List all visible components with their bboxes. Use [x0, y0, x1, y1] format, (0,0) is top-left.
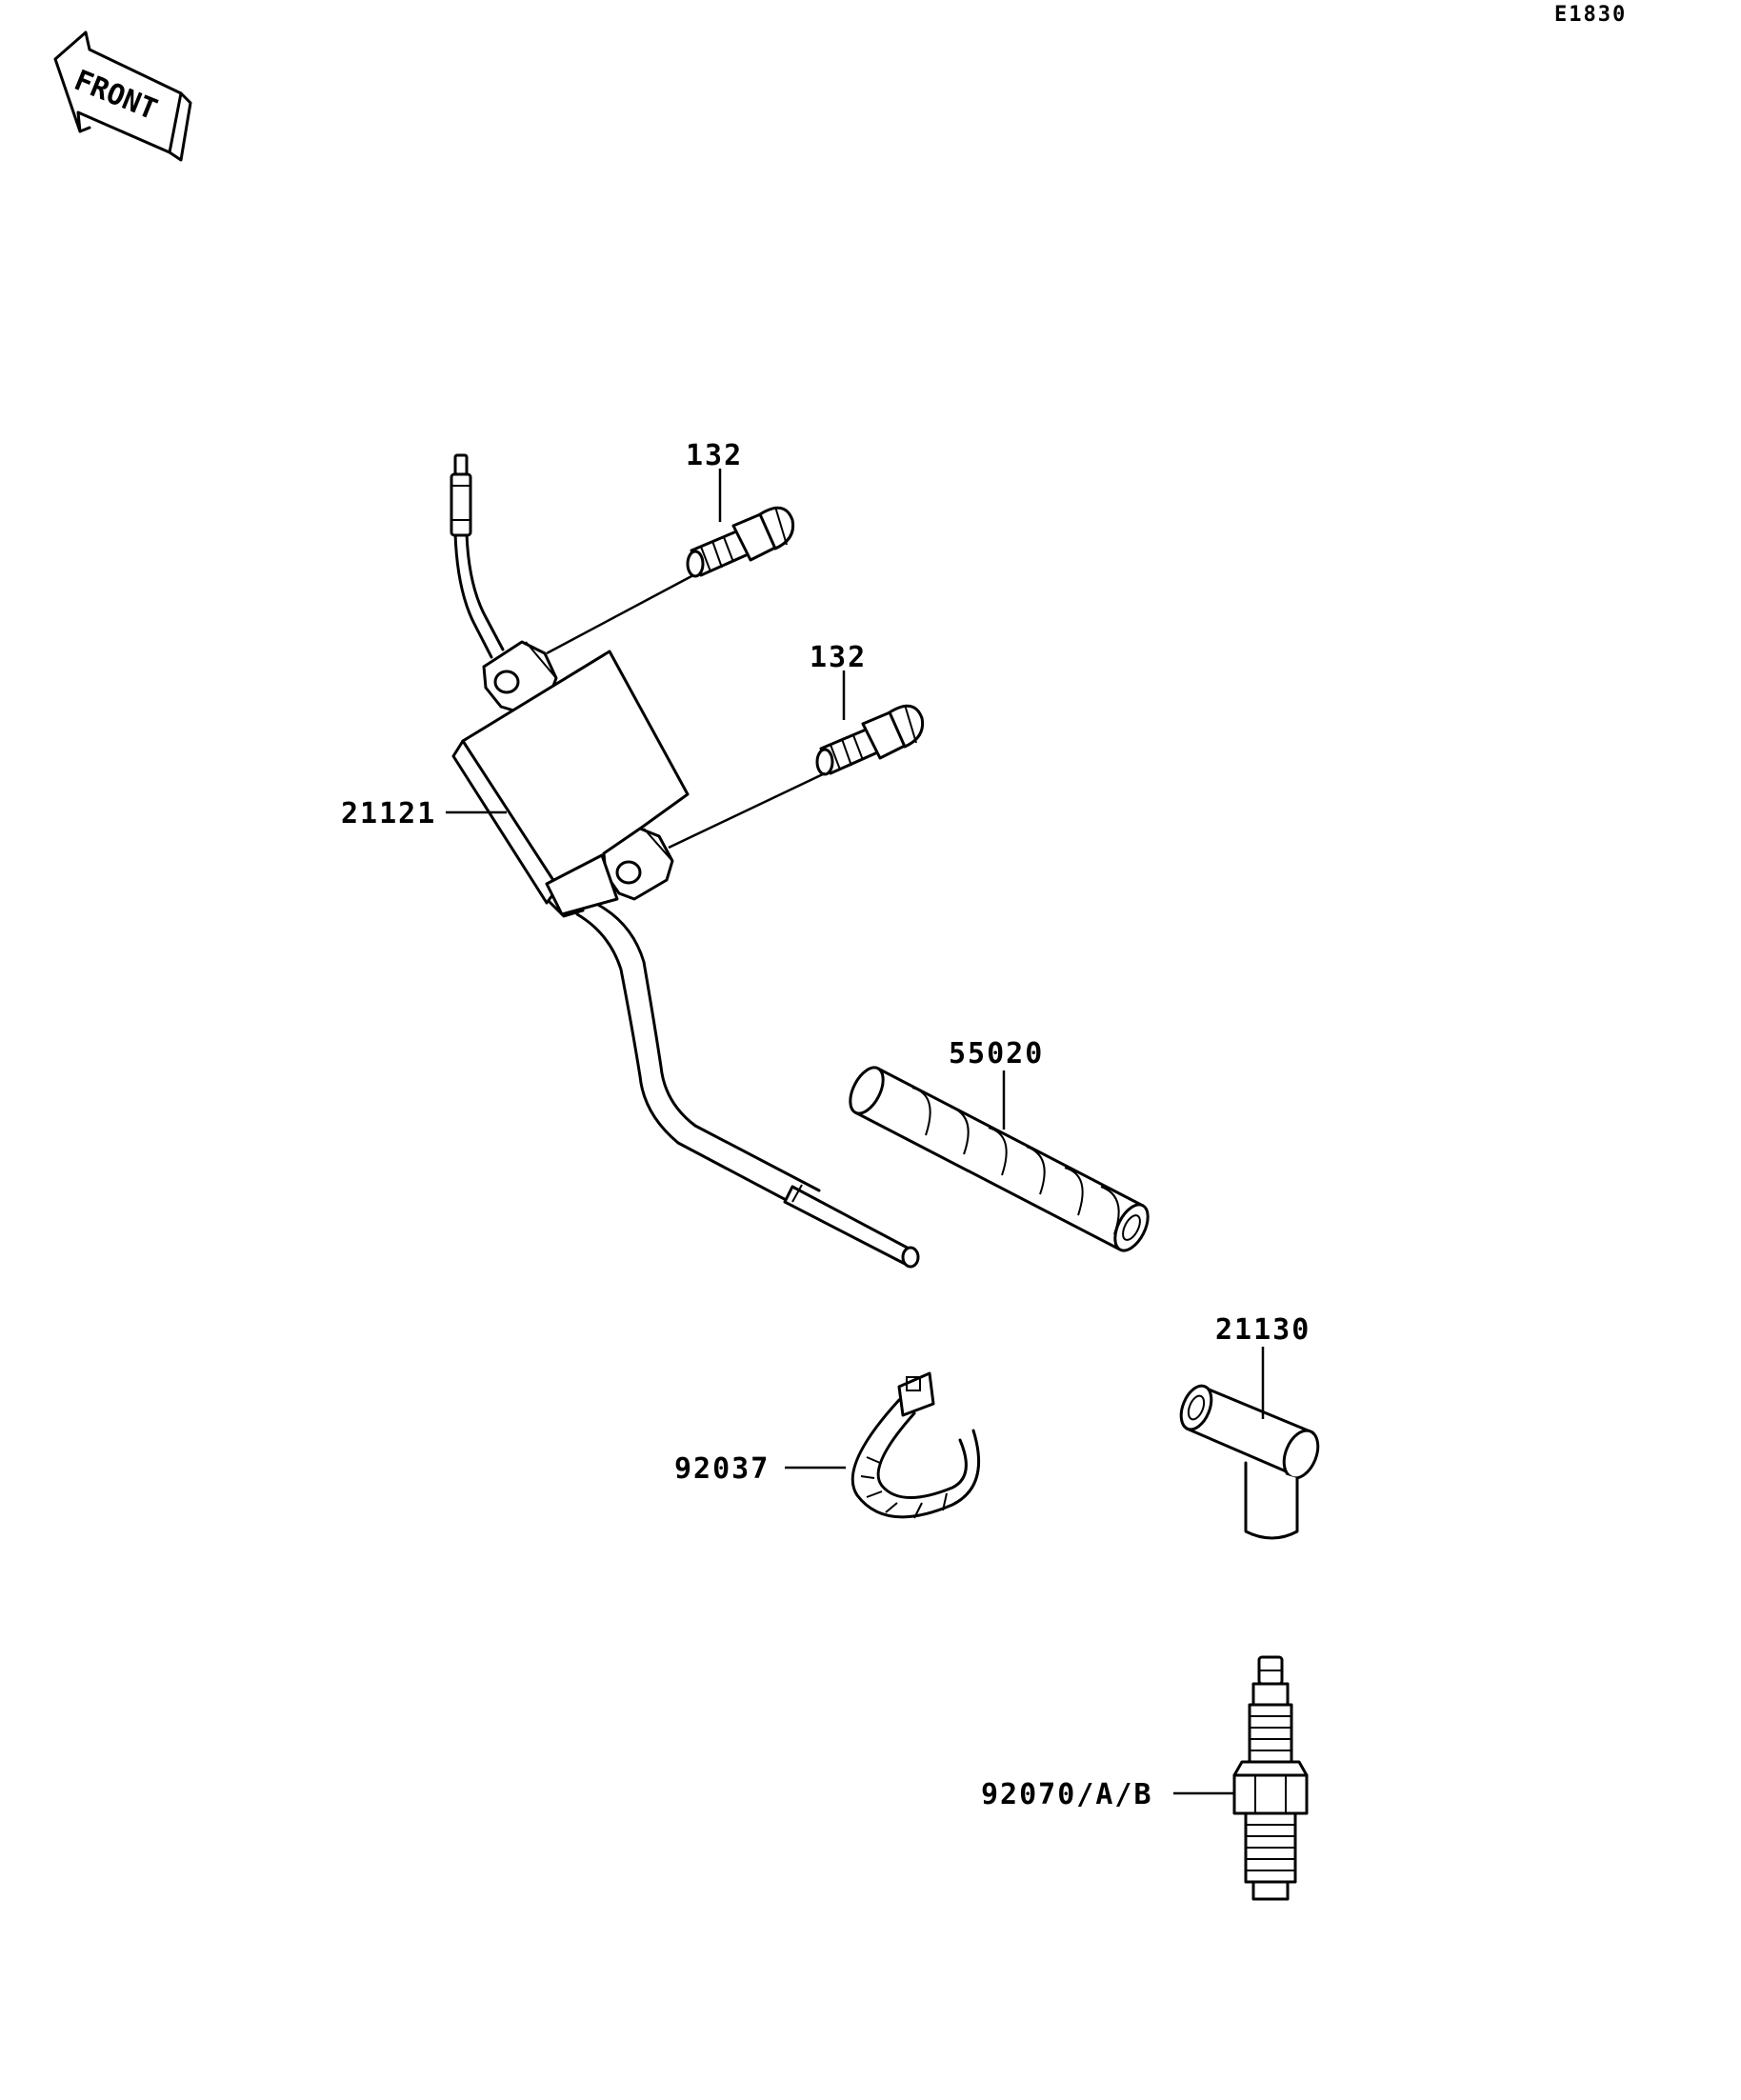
- bolt-lower-drawing: [668, 670, 925, 850]
- part-number-band: 92037: [674, 1452, 770, 1486]
- part-number-tube: 55020: [949, 1037, 1044, 1070]
- diagram-code: E1830: [1554, 3, 1627, 27]
- band-drawing: [785, 1371, 981, 1519]
- spark-plug-cap-drawing: [1179, 1347, 1320, 1540]
- part-number-bolt-lower: 132: [810, 641, 867, 674]
- part-number-spark-plug: 92070/A/B: [981, 1778, 1153, 1811]
- tube-drawing: [849, 1066, 1150, 1252]
- ignition-coil-drawing: [450, 453, 920, 1269]
- front-arrow-icon: FRONT: [53, 30, 192, 162]
- part-number-spark-plug-cap: 21130: [1215, 1313, 1311, 1347]
- spark-plug-drawing: [1173, 1655, 1309, 1901]
- part-number-bolt-upper: 132: [686, 439, 743, 472]
- bolt-upper-drawing: [546, 469, 795, 655]
- part-number-ignition-coil: 21121: [341, 797, 436, 830]
